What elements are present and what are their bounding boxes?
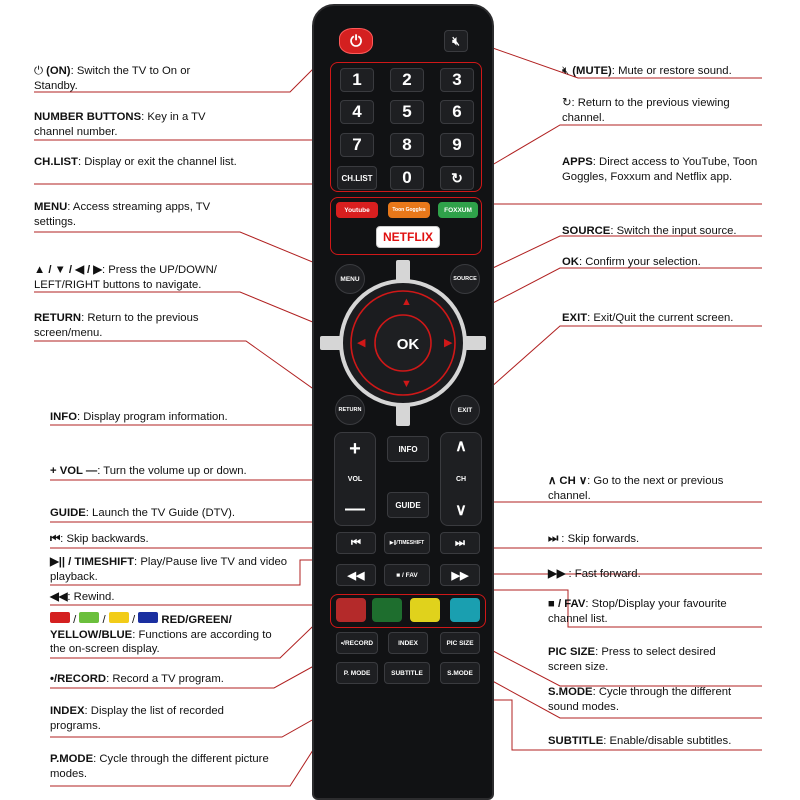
annotation-apps: APPS: Direct access to YouTube, Toon Gog…	[562, 156, 758, 183]
annotation-chlist: CH.LIST: Display or exit the channel lis…	[34, 156, 237, 168]
ok-button[interactable]: OK	[396, 335, 420, 353]
number-button-6[interactable]: 6	[440, 100, 474, 124]
channel-rocker[interactable]: ∧ CH ∨	[440, 432, 482, 526]
annotation-ffwd: ▶▶ : Fast forward.	[548, 568, 641, 580]
volume-up-icon: +	[349, 438, 361, 460]
chlist-button[interactable]: CH.LIST	[337, 166, 377, 190]
volume-down-icon: —	[345, 498, 365, 520]
netflix-button[interactable]: NETFLIX	[376, 226, 440, 248]
annotation-record: •/RECORD: Record a TV program.	[50, 673, 224, 685]
power-icon: ⏻	[350, 32, 362, 50]
dpad	[320, 260, 486, 426]
annotation-ok: OK: Confirm your selection.	[562, 256, 701, 268]
volume-rocker[interactable]: + VOL —	[334, 432, 376, 526]
nav-up-button[interactable]: ▲	[401, 296, 412, 308]
power-icon-small: ⏻	[34, 65, 47, 77]
pic-size-button[interactable]: PIC SIZE	[440, 632, 480, 654]
annotation-menu: MENU: Access streaming apps, TV settings…	[34, 201, 211, 228]
annotation-vol: + VOL —: Turn the volume up or down.	[50, 465, 247, 477]
volume-label: VOL	[347, 475, 363, 483]
mute-button[interactable]: 🔇︎	[444, 30, 468, 52]
back-button[interactable]: ↻	[440, 166, 474, 190]
annotation-on: ⏻ (ON): Switch the TV to On or Standby.	[34, 65, 191, 92]
annotation-nav: ▲ / ▼ / ◀ / ▶: Press the UP/DOWN/ LEFT/R…	[34, 264, 217, 291]
skip-back-icon: ⏮︎	[351, 536, 361, 549]
nav-down-button[interactable]: ▼	[401, 378, 412, 390]
annotation-ch: ∧ CH ∨: Go to the next or previous chann…	[548, 475, 724, 502]
fast-forward-icon: ▶▶	[451, 569, 469, 582]
power-button[interactable]: ⏻	[339, 28, 373, 54]
channel-label: CH	[455, 475, 467, 483]
skip-forward-icon: ⏭︎	[455, 536, 465, 549]
mute-icon-small: 🔇︎	[562, 65, 573, 77]
color-swatches-icon: / / /	[50, 612, 161, 626]
number-button-0[interactable]: 0	[390, 166, 424, 190]
skip-back-button[interactable]: ⏮︎	[336, 532, 376, 554]
s-mode-button[interactable]: S.MODE	[440, 662, 480, 684]
back-icon-small: ↻	[562, 97, 572, 109]
nav-left-button[interactable]: ◀	[357, 337, 366, 349]
color-keys-outline	[330, 594, 486, 628]
annotation-smode: S.MODE: Cycle through the different soun…	[548, 686, 732, 713]
fav-button[interactable]: ■ / FAV	[384, 564, 430, 586]
annotation-picsize: PIC SIZE: Press to select desired screen…	[548, 646, 716, 673]
annotation-colorkeys: / / / RED/GREEN/ YELLOW/BLUE: Functions …	[50, 612, 272, 655]
red-button[interactable]	[336, 598, 366, 622]
rewind-icon: ◀◀	[347, 569, 365, 582]
annotation-return: RETURN: Return to the previous screen/me…	[34, 312, 199, 339]
number-button-1[interactable]: 1	[340, 68, 374, 92]
timeshift-button[interactable]: ▶||/TIMESHIFT	[384, 532, 430, 554]
rewind-button[interactable]: ◀◀	[336, 564, 376, 586]
annotation-guide: GUIDE: Launch the TV Guide (DTV).	[50, 507, 236, 519]
skip-forward-button[interactable]: ⏭︎	[440, 532, 480, 554]
annotation-fav: ■ / FAV: Stop/Display your favourite cha…	[548, 598, 727, 625]
number-button-5[interactable]: 5	[390, 100, 424, 124]
fast-forward-button[interactable]: ▶▶	[440, 564, 480, 586]
annotation-numbers: NUMBER BUTTONS: Key in a TV channel numb…	[34, 111, 206, 138]
channel-down-icon: ∨	[455, 502, 467, 519]
number-button-2[interactable]: 2	[390, 68, 424, 92]
annotation-info: INFO: Display program information.	[50, 411, 228, 423]
annotation-back: ↻: Return to the previous viewing channe…	[562, 97, 730, 124]
annotation-exit: EXIT: Exit/Quit the current screen.	[562, 312, 734, 324]
annotation-source: SOURCE: Switch the input source.	[562, 225, 737, 237]
annotation-pmode: P.MODE: Cycle through the different pict…	[50, 753, 269, 780]
mute-icon: 🔇︎	[452, 33, 460, 48]
menu-button[interactable]: MENU	[335, 264, 365, 294]
number-button-3[interactable]: 3	[440, 68, 474, 92]
exit-button[interactable]: EXIT	[450, 395, 480, 425]
annotation-timeshift: ▶|| / TIMESHIFT: Play/Pause live TV and …	[50, 556, 288, 583]
apps-outline	[330, 197, 482, 255]
annotation-index: INDEX: Display the list of recorded prog…	[50, 705, 224, 732]
number-group-outline	[330, 62, 482, 192]
p-mode-button[interactable]: P. MODE	[336, 662, 378, 684]
blue-button[interactable]	[450, 598, 480, 622]
annotation-skipfwd: ⏭ : Skip forwards.	[548, 533, 640, 545]
number-button-4[interactable]: 4	[340, 100, 374, 124]
toon-goggles-button[interactable]: Toon Goggles	[388, 202, 430, 218]
number-button-7[interactable]: 7	[340, 133, 374, 157]
nav-right-button[interactable]: ▶	[444, 337, 453, 349]
green-button[interactable]	[372, 598, 402, 622]
subtitle-button[interactable]: SUBTITLE	[384, 662, 430, 684]
guide-button[interactable]: GUIDE	[387, 492, 429, 518]
index-button[interactable]: INDEX	[388, 632, 428, 654]
annotation-rewind: ◀◀: Rewind.	[50, 591, 115, 603]
annotation-mute: 🔇︎ (MUTE): Mute or restore sound.	[562, 65, 732, 77]
annotation-subtitle: SUBTITLE: Enable/disable subtitles.	[548, 735, 732, 747]
channel-up-icon: ∧	[455, 438, 467, 455]
foxxum-button[interactable]: FOXXUM	[438, 202, 478, 218]
record-button[interactable]: •/RECORD	[336, 632, 378, 654]
back-arrow-icon: ↻	[451, 169, 463, 186]
annotation-skipback: ⏮: Skip backwards.	[50, 533, 149, 545]
youtube-button[interactable]: Youtube	[336, 202, 378, 218]
number-button-8[interactable]: 8	[390, 133, 424, 157]
info-button[interactable]: INFO	[387, 436, 429, 462]
number-button-9[interactable]: 9	[440, 133, 474, 157]
source-button[interactable]: SOURCE	[450, 264, 480, 294]
return-button[interactable]: RETURN	[335, 395, 365, 425]
yellow-button[interactable]	[410, 598, 440, 622]
